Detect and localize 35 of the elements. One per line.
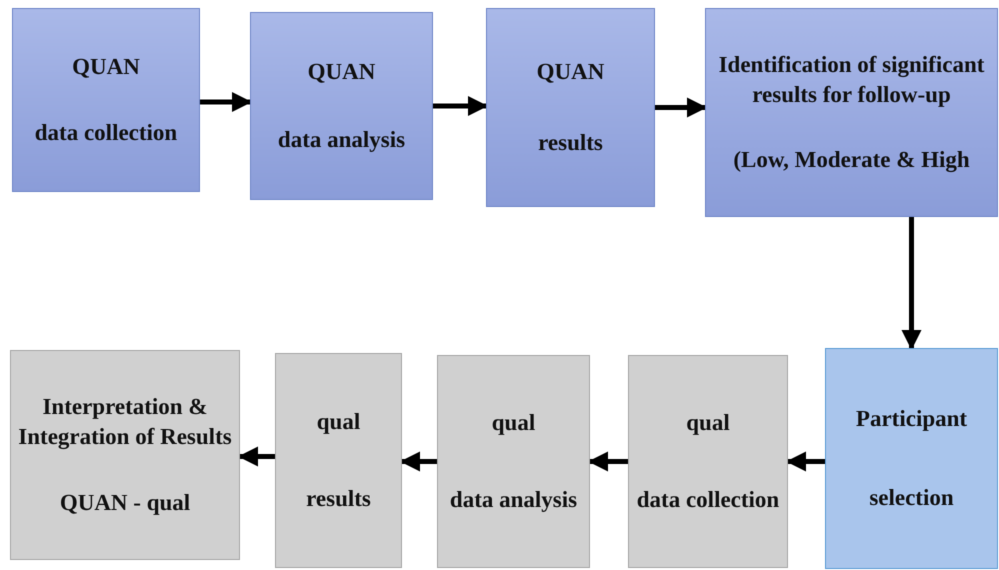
box-text: QUAN — [72, 52, 140, 81]
process-box — [12, 8, 200, 192]
process-box — [250, 12, 433, 200]
process-box — [10, 350, 240, 560]
box-text: selection — [869, 484, 954, 512]
process-box — [825, 348, 998, 569]
box-text: data analysis — [278, 126, 406, 154]
box-text: Interpretation & Integration of Results — [17, 393, 233, 452]
box-text: data collection — [34, 119, 178, 148]
box-text: qual — [686, 409, 730, 438]
box-text: data analysis — [450, 486, 578, 514]
box-text: results — [306, 485, 371, 514]
box-text: Participant — [856, 405, 968, 434]
arrow — [786, 452, 825, 472]
arrow — [400, 452, 437, 472]
box-text: (Low, Moderate & High — [733, 146, 970, 174]
box-text: QUAN - qual — [60, 488, 190, 517]
arrow — [655, 98, 707, 118]
arrow — [433, 96, 488, 116]
box-text: Identification of significant results for follow-up — [718, 51, 986, 109]
arrow — [200, 92, 252, 112]
box-text: results — [538, 129, 603, 158]
box-text: QUAN — [308, 58, 376, 86]
box-text: qual — [316, 408, 360, 436]
process-box — [437, 355, 590, 568]
box-text: qual — [492, 409, 536, 438]
box-text: data collection — [636, 486, 780, 514]
arrow — [238, 446, 275, 466]
process-box — [705, 8, 998, 217]
process-box — [486, 8, 655, 207]
box-text: QUAN — [536, 58, 604, 86]
arrow — [902, 217, 922, 350]
process-box — [628, 355, 788, 568]
arrow — [588, 452, 628, 472]
process-box — [275, 353, 402, 568]
